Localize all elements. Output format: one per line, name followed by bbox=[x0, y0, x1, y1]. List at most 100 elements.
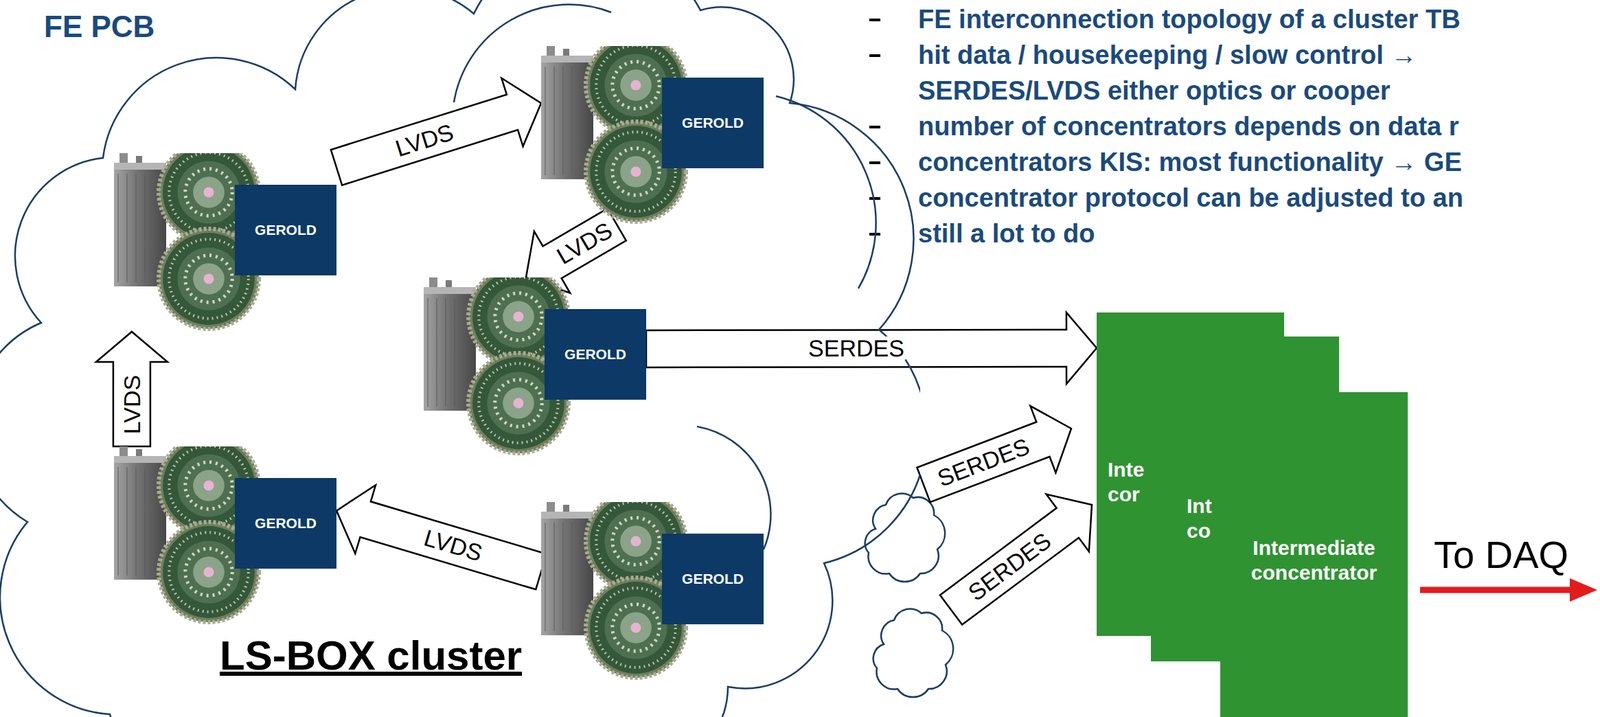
pmt-ring bbox=[604, 596, 667, 659]
bullet-dash bbox=[869, 54, 881, 57]
pmt-ring bbox=[177, 247, 240, 310]
pmt-dots bbox=[495, 379, 542, 427]
pmt-core bbox=[192, 176, 225, 209]
crate-body bbox=[423, 293, 476, 411]
block-arrow bbox=[336, 484, 547, 590]
pmt-center bbox=[203, 273, 214, 284]
cloud-outline-path bbox=[0, 0, 921, 717]
crate-rib bbox=[563, 66, 564, 176]
gerold-assembly: GEROLD bbox=[541, 46, 764, 225]
bullet-text: concentrators KIS: most functionality → … bbox=[918, 144, 1595, 180]
crate-rib bbox=[436, 298, 438, 407]
pmt-center bbox=[203, 186, 214, 198]
pmt-core bbox=[620, 69, 652, 101]
arrow-label: SERDES bbox=[806, 336, 906, 360]
pmt-dots bbox=[185, 255, 233, 303]
gerold-assembly: GEROLD bbox=[113, 446, 337, 625]
bullet-item: concentrators KIS: most functionality → … bbox=[869, 144, 1595, 180]
crate-rib bbox=[153, 466, 155, 576]
block-arrow bbox=[646, 312, 1097, 384]
cluster-cloud: LS-BOX clusterGEROLDGEROLDGEROLDGEROLDGE… bbox=[0, 0, 921, 717]
crate-body bbox=[541, 518, 594, 636]
bullet-text: number of concentrators depends on data … bbox=[918, 108, 1595, 145]
crate-rib bbox=[572, 66, 573, 176]
gerold-assembly: GEROLD bbox=[113, 153, 337, 332]
pmt-core bbox=[620, 155, 652, 188]
gerold-assembly: GEROLD bbox=[541, 501, 764, 681]
gerold-box: GEROLD bbox=[661, 77, 764, 169]
serdes-arrow bbox=[940, 494, 1092, 625]
daq-label: To DAQ bbox=[1433, 532, 1569, 577]
gerold-label: GEROLD bbox=[254, 221, 317, 239]
crate-body bbox=[113, 169, 167, 287]
bullet-dash bbox=[869, 18, 881, 22]
pmt-ring bbox=[486, 371, 550, 434]
crate-rib bbox=[554, 522, 555, 632]
pmt-center bbox=[630, 166, 641, 177]
bullet-item: hit data / housekeeping / slow control →… bbox=[869, 37, 1595, 109]
gerold-box: GEROLD bbox=[234, 184, 337, 276]
gerold-label: GEROLD bbox=[681, 114, 744, 132]
pmt-center bbox=[512, 311, 524, 322]
crate-rib bbox=[563, 522, 564, 632]
pmt-core bbox=[502, 300, 535, 333]
crate-rib bbox=[427, 298, 429, 407]
pmt-dots bbox=[612, 604, 660, 651]
gerold-label: GEROLD bbox=[254, 515, 317, 532]
pmt-center bbox=[630, 622, 641, 633]
pmt-center bbox=[630, 79, 641, 90]
bullet-list: FE interconnection topology of a cluster… bbox=[869, 1, 1595, 252]
bullet-item: number of concentrators depends on data … bbox=[869, 108, 1595, 145]
bullet-dash bbox=[869, 197, 881, 200]
block-arrow bbox=[330, 78, 542, 186]
pmt-core bbox=[620, 525, 652, 557]
pmt-core bbox=[620, 611, 652, 644]
concentrator-label: Intermediate concentrator bbox=[1233, 535, 1396, 586]
gerold-box: GEROLD bbox=[234, 477, 337, 569]
crate-rib bbox=[135, 173, 137, 283]
gerold-label: GEROLD bbox=[681, 570, 744, 588]
pmt-dots bbox=[612, 517, 660, 565]
serdes-arrow bbox=[916, 405, 1072, 502]
concentrator-box: Intermediate concentrator bbox=[1220, 392, 1408, 717]
pmt-dots bbox=[612, 61, 660, 109]
crate-rib bbox=[454, 298, 456, 407]
pmt-center bbox=[512, 397, 524, 408]
bullet-item: still a lot to do bbox=[869, 215, 1595, 252]
crate-rib bbox=[554, 66, 555, 176]
crate-rib bbox=[580, 66, 582, 176]
arrow-label: SERDES bbox=[962, 527, 1057, 605]
cloud-inner-arc bbox=[775, 96, 877, 289]
concentrator-label: Int co bbox=[1186, 493, 1219, 544]
crate-rib bbox=[545, 522, 546, 632]
bullet-text: hit data / housekeeping / slow control →… bbox=[918, 37, 1595, 109]
pmt-dots bbox=[495, 293, 542, 340]
crate-rib bbox=[144, 466, 146, 576]
pmt-dots bbox=[185, 462, 233, 509]
crate-rib bbox=[445, 298, 447, 407]
bullet-text: concentrator protocol can be adjusted to… bbox=[918, 179, 1595, 216]
cloud-inner-arc bbox=[696, 426, 771, 550]
pmt-ring bbox=[177, 160, 240, 224]
pmt-center bbox=[203, 566, 214, 577]
arrow-label: LVDS bbox=[120, 372, 144, 435]
bullet-text: still a lot to do bbox=[918, 215, 1595, 252]
small-cloud bbox=[873, 608, 954, 697]
daq-arrow-shaft bbox=[1420, 587, 1573, 594]
pmt-ring bbox=[604, 509, 667, 573]
pmt-core bbox=[192, 263, 225, 295]
pmt-ring bbox=[177, 453, 240, 517]
page-title: FE PCB bbox=[43, 9, 155, 44]
pmt-center bbox=[203, 480, 214, 491]
crate-rib bbox=[118, 466, 119, 576]
crate-rib bbox=[135, 466, 137, 576]
crate-body bbox=[113, 462, 167, 580]
bullet-text: FE interconnection topology of a cluster… bbox=[918, 1, 1595, 38]
pmt-ring bbox=[604, 140, 667, 203]
pmt-ring bbox=[604, 53, 667, 117]
bullet-dash bbox=[869, 125, 881, 129]
bullet-dash bbox=[869, 161, 881, 165]
crate-rib bbox=[127, 173, 128, 283]
crate-rib bbox=[580, 522, 582, 632]
